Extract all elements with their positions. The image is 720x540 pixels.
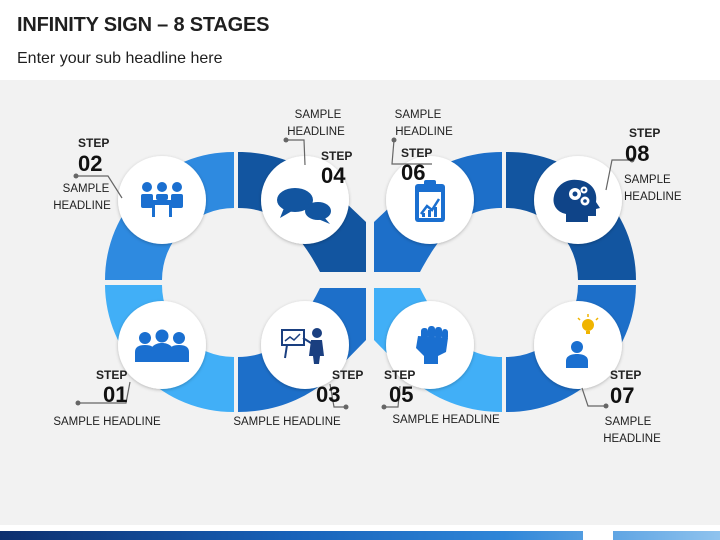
head-gears-icon: [553, 179, 600, 222]
connector-dots: [73, 137, 635, 410]
step-05-headline: SAMPLE HEADLINE: [392, 414, 500, 426]
step-06-headline-line1: SAMPLE: [395, 109, 442, 121]
infinity-diagram: STEP 02 SAMPLE HEADLINE SAMPLE HEADLINE …: [53, 109, 682, 445]
step-03-number: 03: [316, 382, 340, 407]
step-08-headline-line1: SAMPLE: [624, 174, 671, 186]
clipboard-chart-icon: [415, 180, 445, 222]
step-06-number: 06: [401, 160, 425, 185]
step-02-word: STEP: [78, 136, 109, 150]
diagram-canvas: STEP 02 SAMPLE HEADLINE SAMPLE HEADLINE …: [0, 80, 720, 525]
connector-lines: [76, 139, 632, 408]
footer-gap: [583, 531, 613, 540]
footer-bar: [0, 531, 720, 540]
step-03-word: STEP: [332, 368, 363, 382]
page-title: INFINITY SIGN – 8 STAGES: [17, 14, 270, 36]
step-04-word: STEP: [321, 149, 352, 163]
step-04-headline-line1: SAMPLE: [295, 109, 342, 121]
step-05-word: STEP: [384, 368, 415, 382]
raised-fist-icon: [416, 326, 448, 364]
step-02-headline-line1: SAMPLE: [63, 183, 110, 195]
step-04-headline-line2: HEADLINE: [287, 126, 345, 138]
step-08-number: 08: [625, 141, 649, 166]
step-01-headline: SAMPLE HEADLINE: [53, 416, 161, 428]
step-01-number: 01: [103, 382, 127, 407]
step-04-number: 04: [321, 163, 346, 188]
chat-bubbles-icon: [277, 188, 331, 224]
step-01-word: STEP: [96, 368, 127, 382]
step-07-headline-line1: SAMPLE: [605, 416, 652, 428]
step-07-headline-line2: HEADLINE: [603, 433, 661, 445]
step-02-number: 02: [78, 151, 102, 176]
step-08-word: STEP: [629, 126, 660, 140]
step-08-headline-line2: HEADLINE: [624, 191, 682, 203]
person-idea-icon: [566, 314, 599, 368]
step-05-number: 05: [389, 382, 413, 407]
step-02-headline-line2: HEADLINE: [53, 200, 111, 212]
step-07-word: STEP: [610, 368, 641, 382]
group-people-icon: [135, 329, 189, 362]
step-06-headline-line2: HEADLINE: [395, 126, 453, 138]
step-07-number: 07: [610, 383, 634, 408]
page-subtitle: Enter your sub headline here: [17, 50, 223, 67]
step-06-word: STEP: [401, 146, 432, 160]
meeting-table-icon: [141, 182, 183, 217]
step-03-headline: SAMPLE HEADLINE: [233, 416, 341, 428]
presentation-icon: [281, 328, 324, 364]
